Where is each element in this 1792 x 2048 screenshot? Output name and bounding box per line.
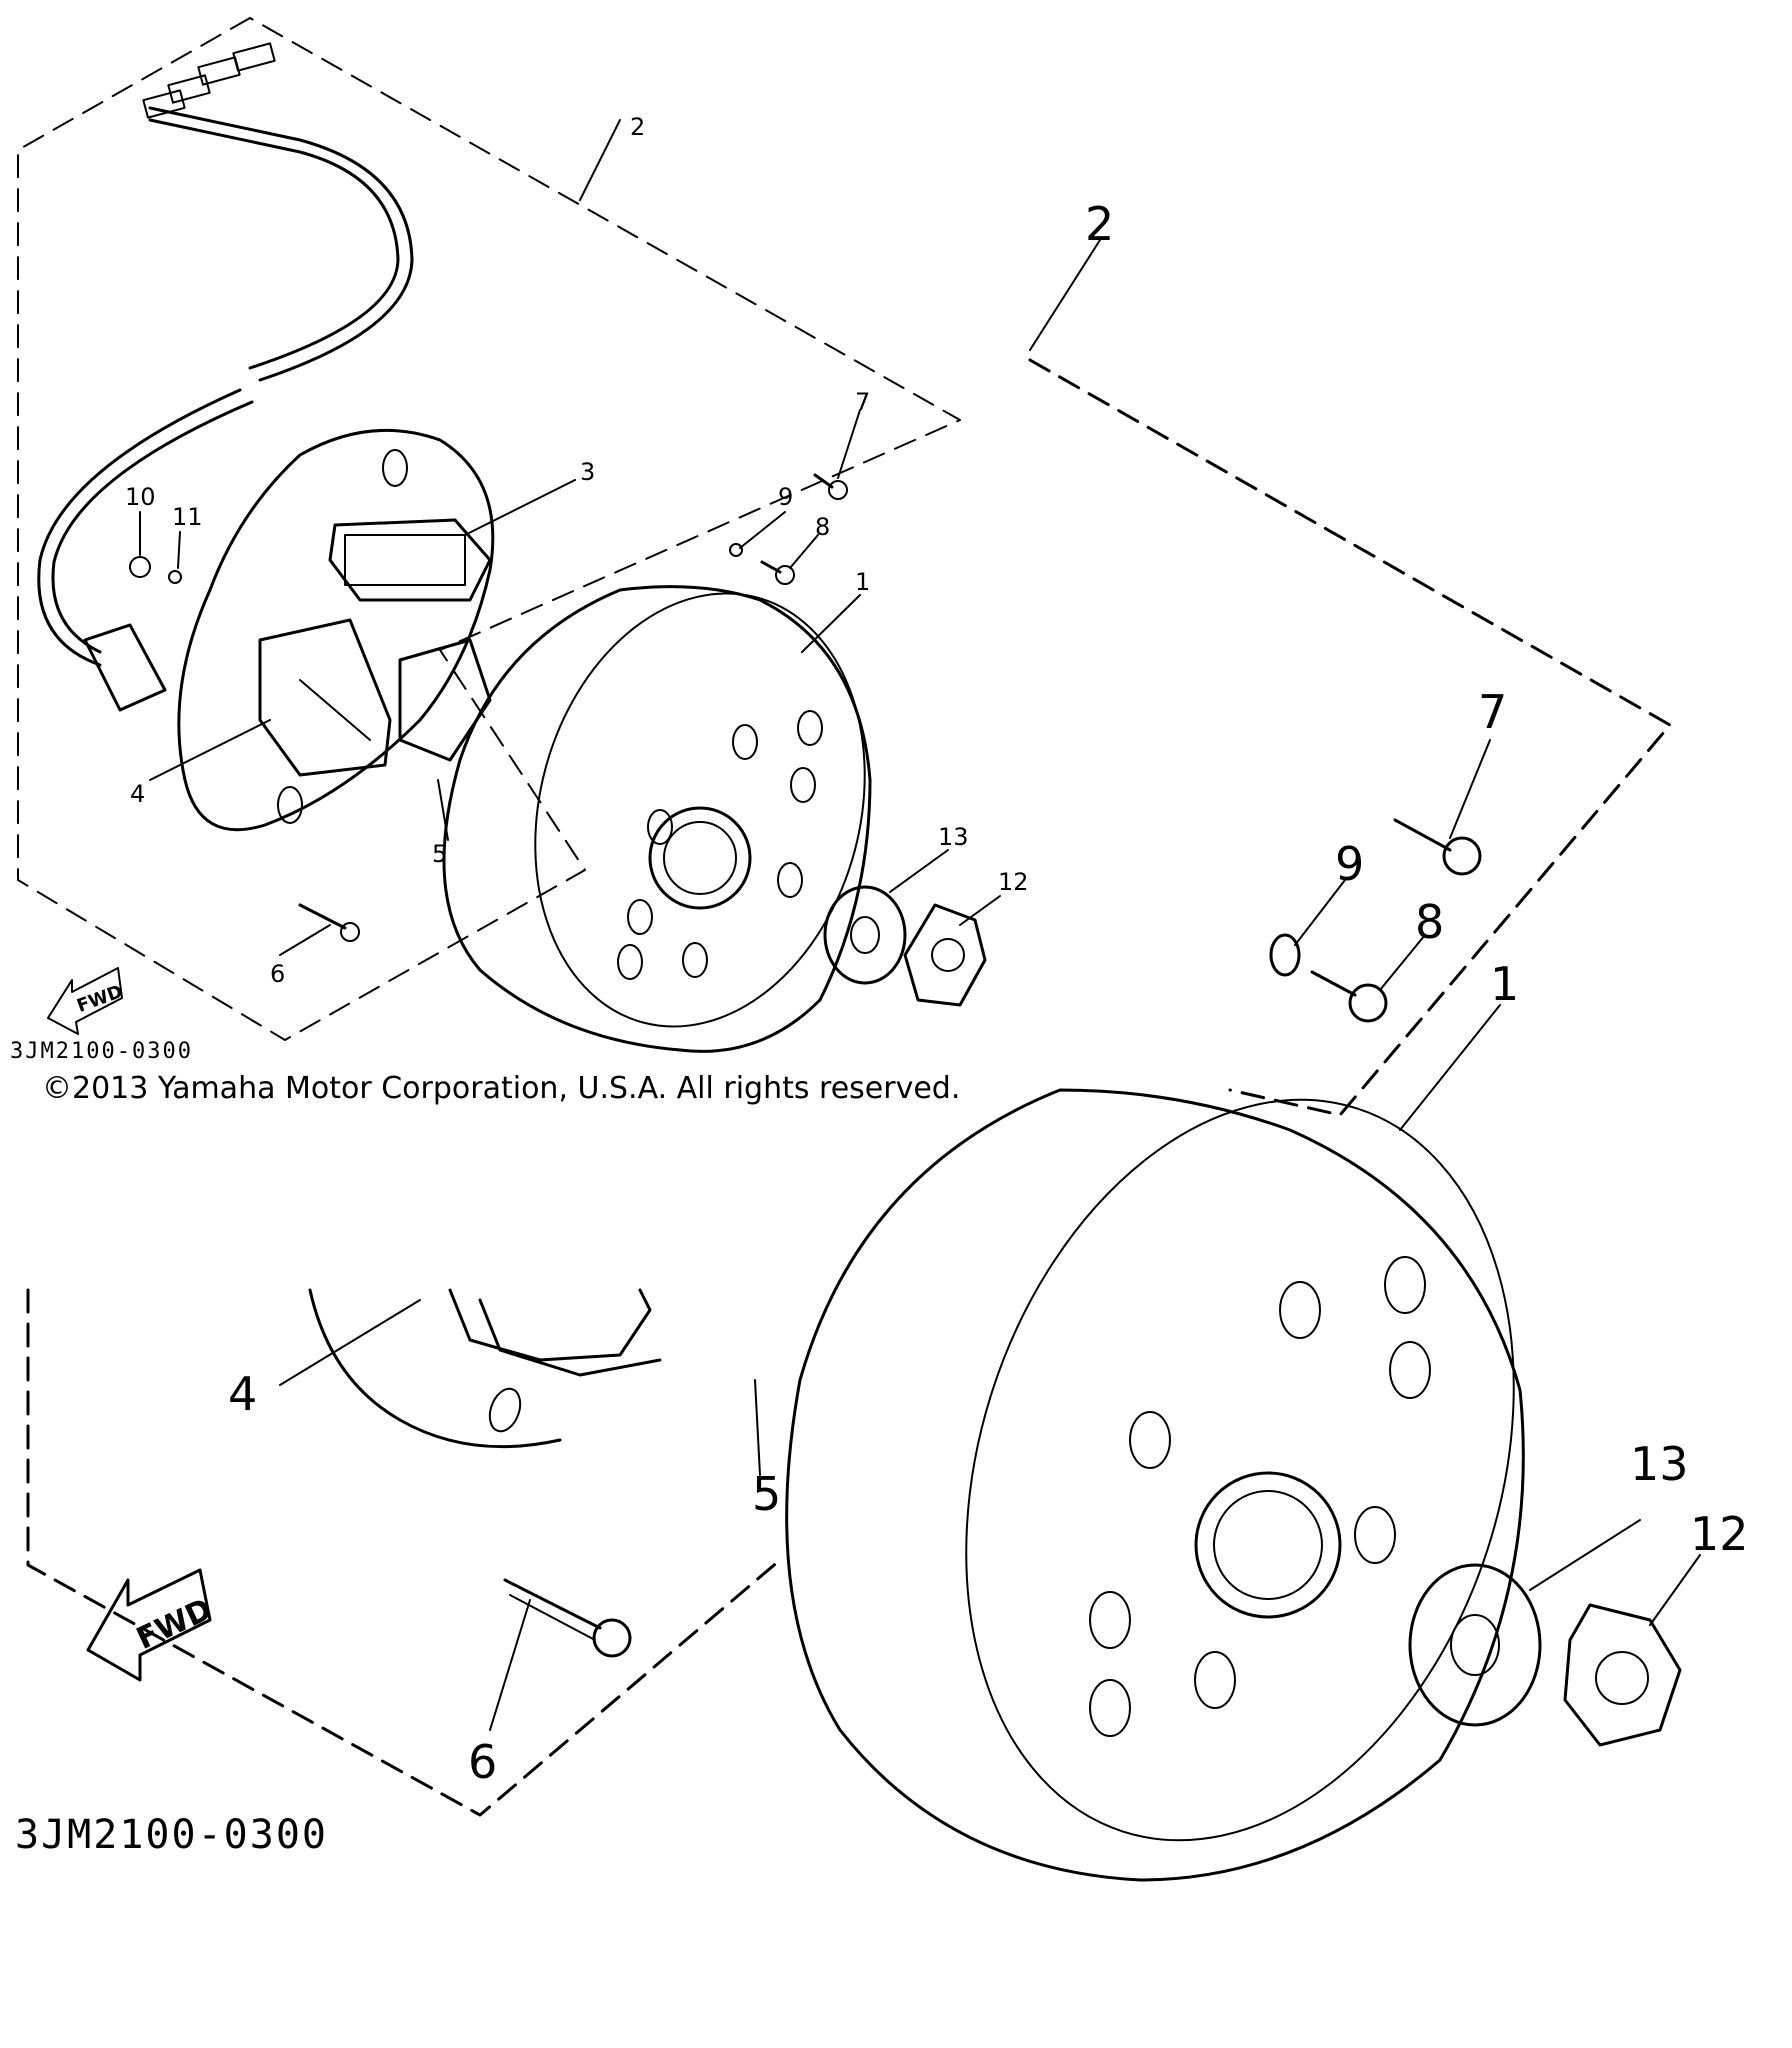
- zoomed-diagram: FWD 2 1 4 5 6 7 8 9 12 13 3JM2100-0: [15, 197, 1749, 1882]
- charge-coil: [258, 618, 392, 777]
- zoom-callout-8: 8: [1415, 895, 1444, 949]
- callout-13: 13: [938, 823, 969, 851]
- callout-2: 2: [630, 113, 645, 141]
- overview-diagram: 2 1 3 4 5 6 7 8 9 10 11 12 13 FWD 3JM210…: [10, 17, 1029, 1106]
- zoom-screw-7-icon: [1393, 818, 1482, 876]
- zoom-assembly-outline: [1028, 358, 1672, 1117]
- zoom-callouts: 2 1 4 5 6 7 8 9 12 13: [228, 197, 1749, 1789]
- zoom-flywheel-rotor: [785, 1088, 1525, 1882]
- callout-9: 9: [778, 483, 793, 511]
- callout-7: 7: [855, 388, 870, 416]
- overview-leader-lines: [139, 119, 1001, 956]
- callout-11: 11: [172, 503, 203, 531]
- zoom-leader-lines: [279, 739, 1701, 1731]
- washer-11-icon: [168, 570, 182, 584]
- zoom-screw-6-icon: [503, 1578, 632, 1658]
- assembly-outline: [17, 17, 961, 1041]
- copyright-notice: ©2013 Yamaha Motor Corporation, U.S.A. A…: [42, 1071, 960, 1106]
- zoom-nut-12-icon: [1563, 1603, 1682, 1747]
- screw-6-icon: [298, 903, 360, 942]
- washer-9-icon: [729, 543, 743, 557]
- callout-3: 3: [580, 458, 595, 486]
- stator-base-plate: [177, 428, 495, 832]
- zoom-diagram-code: 3JM2100-0300: [15, 1812, 328, 1858]
- zoom-callout-12: 12: [1690, 1507, 1749, 1561]
- zoom-callout-7: 7: [1478, 685, 1507, 739]
- zoom-callout-6: 6: [468, 1735, 497, 1789]
- fwd-arrow-icon: FWD: [47, 967, 126, 1035]
- zoom-screw-8-icon: [1310, 970, 1388, 1023]
- callout-1: 1: [855, 568, 870, 596]
- callout-4: 4: [130, 780, 145, 808]
- zoom-washer-13-icon: [1408, 1563, 1542, 1727]
- callout-12: 12: [998, 868, 1029, 896]
- zoom-callout-2: 2: [1085, 197, 1114, 251]
- overview-callouts: 2 1 3 4 5 6 7 8 9 10 11 12 13: [125, 113, 1029, 988]
- screw-8-icon: [760, 560, 795, 585]
- nut-12-icon: [903, 903, 987, 1007]
- zoom-washer-9-icon: [1269, 933, 1301, 977]
- callout-6: 6: [270, 960, 285, 988]
- zoom-stator-partial: [308, 1288, 662, 1449]
- callout-10: 10: [125, 483, 156, 511]
- screw-10-icon: [129, 556, 151, 578]
- washer-13-icon: [823, 885, 907, 985]
- callout-5: 5: [432, 840, 447, 868]
- zoom-callout-4: 4: [228, 1367, 257, 1421]
- zoom-callout-13: 13: [1630, 1437, 1689, 1491]
- zoom-callout-1: 1: [1490, 957, 1519, 1011]
- flywheel-rotor: [442, 585, 872, 1053]
- zoom-callout-9: 9: [1335, 837, 1364, 891]
- coil-bracket: [398, 638, 492, 762]
- wire-harness: [37, 42, 414, 712]
- zoom-fwd-arrow-icon: FWD: [86, 1568, 217, 1682]
- diagram-code: 3JM2100-0300: [10, 1039, 193, 1064]
- zoom-callout-5: 5: [752, 1467, 781, 1521]
- callout-8: 8: [815, 513, 830, 541]
- pickup-coil: [328, 518, 492, 602]
- screw-7-icon: [813, 473, 848, 500]
